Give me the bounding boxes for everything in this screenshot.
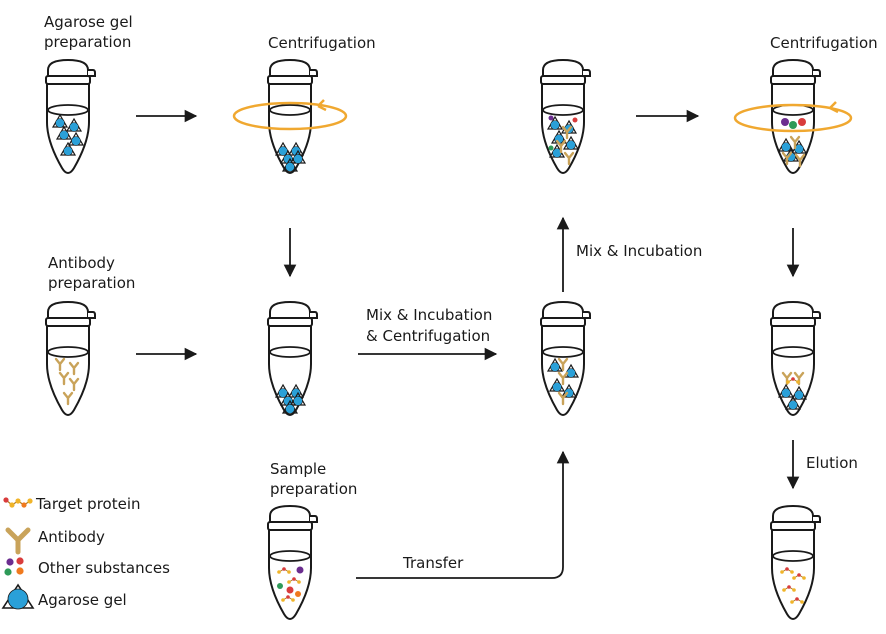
label-elution: Elution bbox=[806, 454, 858, 472]
rotation-ring-1 bbox=[232, 99, 348, 131]
legend-label-other-substances: Other substances bbox=[38, 559, 170, 577]
label-sample-prep-2: preparation bbox=[270, 480, 357, 498]
label-agarose-gel-prep-2: preparation bbox=[44, 33, 131, 51]
tube-sample-prep bbox=[267, 505, 318, 620]
tube-gel-antibody-complex bbox=[540, 301, 591, 416]
antibody-icon bbox=[5, 527, 31, 555]
label-mix-incubation: Mix & Incubation bbox=[576, 242, 702, 260]
label-sample-prep-1: Sample bbox=[270, 460, 326, 478]
tube-agarose-gel-prep bbox=[45, 59, 96, 174]
label-mix-incubation-centrifugation-2: & Centrifugation bbox=[366, 327, 490, 345]
rotation-ring-2 bbox=[733, 101, 853, 133]
label-centrifugation-1: Centrifugation bbox=[268, 34, 376, 52]
legend-label-target-protein: Target protein bbox=[35, 495, 141, 513]
tube-washed-pellet bbox=[770, 301, 821, 416]
arrow-transfer bbox=[356, 450, 570, 579]
label-transfer: Transfer bbox=[402, 554, 464, 572]
legend-label-agarose-gel: Agarose gel bbox=[38, 591, 127, 609]
legend: Target protein Antibody Other substances… bbox=[1, 495, 170, 610]
tube-centrifugation-2 bbox=[770, 59, 821, 174]
tube-antibody-prep bbox=[45, 301, 96, 416]
agarose-gel-icon bbox=[1, 583, 35, 610]
tube-mixed-bound bbox=[540, 59, 591, 174]
tube-gel-pellet bbox=[267, 301, 318, 416]
tube-centrifugation-1 bbox=[267, 59, 318, 174]
label-centrifugation-2: Centrifugation bbox=[770, 34, 878, 52]
legend-label-antibody: Antibody bbox=[38, 528, 105, 546]
label-antibody-prep-2: preparation bbox=[48, 274, 135, 292]
other-substances-icon bbox=[4, 557, 24, 576]
tube-eluted-protein bbox=[770, 505, 821, 620]
label-antibody-prep-1: Antibody bbox=[48, 254, 115, 272]
label-mix-incubation-centrifugation-1: Mix & Incubation bbox=[366, 306, 492, 324]
target-protein-icon bbox=[3, 497, 33, 508]
label-agarose-gel-prep-1: Agarose gel bbox=[44, 13, 133, 31]
